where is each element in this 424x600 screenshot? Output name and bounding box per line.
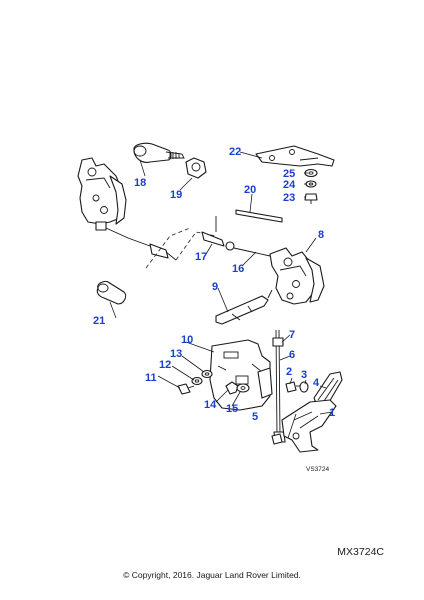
callout-9: 9: [212, 281, 218, 293]
part-22-striker-bracket: [255, 145, 335, 167]
callout-15: 15: [226, 403, 238, 415]
callout-11: 11: [145, 372, 157, 384]
part-8-latch: [269, 247, 325, 305]
callout-23: 23: [283, 192, 295, 204]
part-1-bracket: [271, 399, 337, 453]
callout-10: 10: [181, 334, 193, 346]
callout-21: 21: [93, 315, 105, 327]
part-18-stud-sleeve: [133, 142, 185, 163]
callout-3: 3: [301, 369, 307, 381]
callout-18: 18: [134, 177, 146, 189]
part-10-support-plate: [209, 339, 273, 411]
callout-17: 17: [195, 251, 207, 263]
callout-20: 20: [244, 184, 256, 196]
part-15-washer: [236, 383, 250, 393]
callout-22: 22: [229, 146, 241, 158]
part-12-washer: [191, 376, 203, 386]
reference-code: MX3724C: [337, 546, 384, 558]
part-20-rod: [235, 209, 283, 223]
drawing-code: VS3724: [306, 466, 330, 473]
callout-1: 1: [329, 407, 335, 419]
callout-7: 7: [289, 329, 295, 341]
part-2-bolt: [285, 381, 300, 393]
callout-13: 13: [170, 348, 182, 360]
callout-14: 14: [204, 399, 217, 411]
callout-4: 4: [313, 377, 320, 389]
part-19-nut: [185, 157, 207, 179]
part-11-bolt: [177, 383, 195, 395]
callout-19: 19: [170, 189, 182, 201]
callout-24: 24: [283, 179, 296, 191]
callout-2: 2: [286, 366, 292, 378]
part-13-washer: [201, 369, 213, 379]
release-cable-run: [145, 216, 271, 269]
part-21-plug: [96, 280, 127, 305]
callout-16: 16: [232, 263, 244, 275]
callout-25: 25: [283, 168, 295, 180]
part-24-washer: [305, 180, 317, 188]
left-latch-assembly: [77, 157, 177, 261]
callout-12: 12: [159, 359, 171, 371]
part-9-lever: [215, 289, 273, 325]
part-3-washer: [299, 381, 309, 393]
part-23-bolt: [304, 193, 318, 204]
copyright-notice: © Copyright, 2016. Jaguar Land Rover Lim…: [123, 570, 301, 580]
callout-6: 6: [289, 349, 295, 361]
callout-5: 5: [252, 411, 258, 423]
callout-8: 8: [318, 229, 324, 241]
leader-lines: [109, 151, 333, 439]
